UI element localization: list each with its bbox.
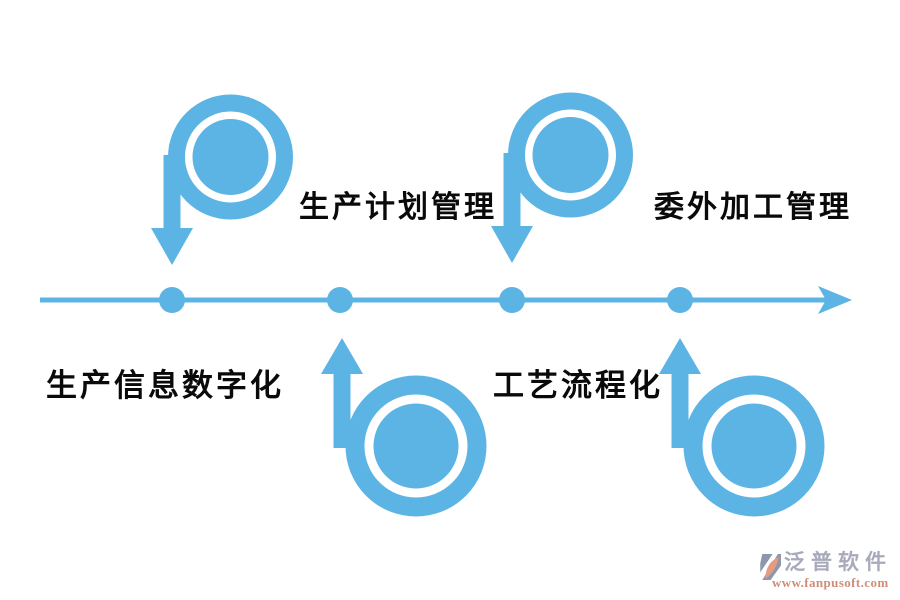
milestone-label-production-info-digitization: 生产信息数字化 [46, 368, 284, 403]
loop-arrow-up-icon [321, 338, 487, 517]
milestone-label-outsourced-processing: 委外加工管理 [654, 191, 852, 224]
watermark-text: 泛普软件 www.fanpusoft.com [772, 551, 892, 591]
loop-arrow-down-icon [491, 92, 633, 263]
fanpu-logo-icon [755, 554, 781, 580]
milestone-label-production-planning: 生产计划管理 [299, 191, 497, 224]
watermark-brand: 泛普软件 [784, 551, 892, 574]
loop-arrow-down-icon [151, 94, 293, 265]
timeline-dot-4 [667, 287, 693, 313]
watermark: 泛普软件 www.fanpusoft.com [754, 551, 892, 591]
timeline-dot-3 [499, 287, 525, 313]
timeline-dot-1 [159, 287, 185, 313]
watermark-url: www.fanpusoft.com [772, 575, 889, 591]
milestone-label-process-flow: 工艺流程化 [493, 368, 663, 403]
timeline-dot-2 [327, 287, 353, 313]
loop-arrow-up-icon [659, 338, 825, 517]
timeline-axis [40, 286, 852, 314]
timeline-arrowhead-icon [818, 286, 852, 314]
